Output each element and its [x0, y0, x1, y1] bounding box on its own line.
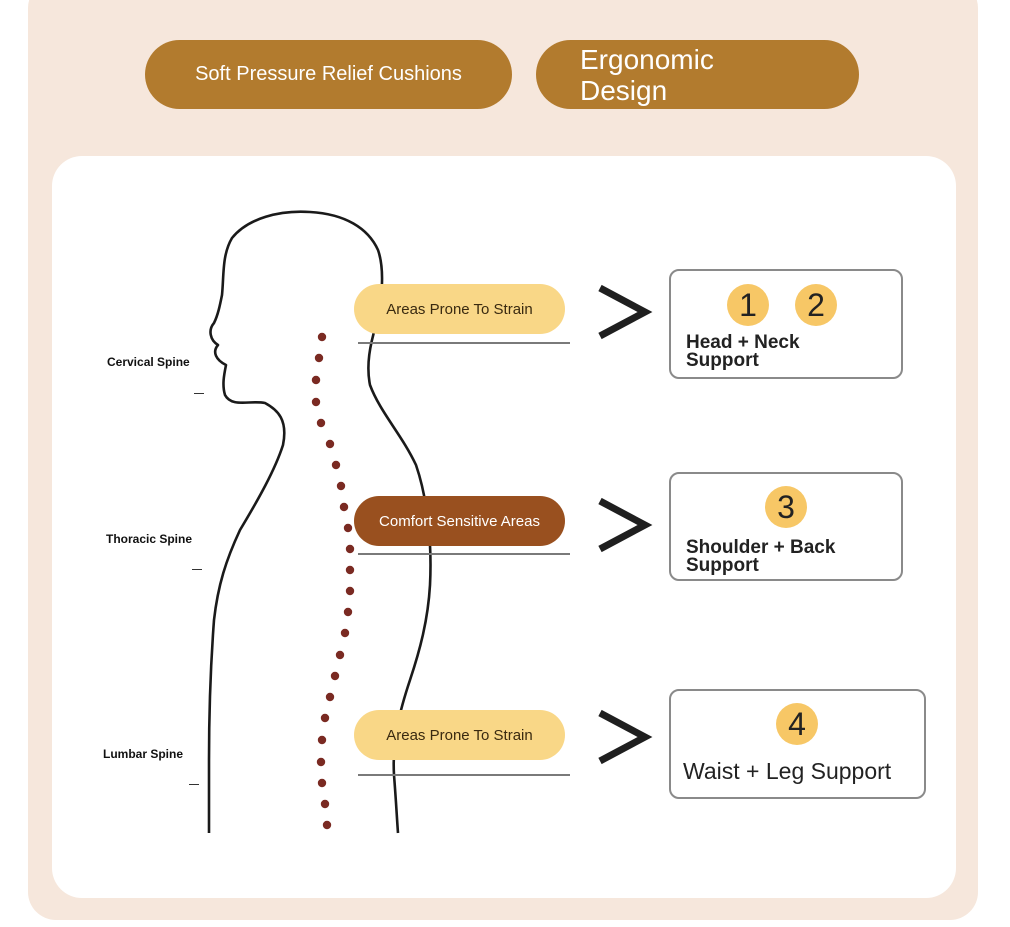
spine-dot — [320, 713, 330, 723]
tag-comfort-sensitive: Comfort Sensitive Areas — [354, 496, 565, 546]
tag-underline — [358, 774, 570, 776]
spine-dot — [336, 481, 346, 491]
tag-label: Comfort Sensitive Areas — [379, 512, 540, 530]
spine-dot — [311, 375, 321, 385]
shoulder-back-text: Shoulder + Back Support — [686, 537, 836, 576]
pill-left-label: Soft Pressure Relief Cushions — [195, 63, 462, 85]
lumbar-spine-label: Lumbar Spine — [103, 747, 184, 761]
tag-label: Areas Prone To Strain — [386, 300, 533, 318]
number-badge: 3 — [765, 486, 807, 528]
spine-dot — [322, 820, 332, 830]
spine-dot — [343, 607, 353, 617]
spine-dot — [314, 353, 324, 363]
lumbar-tick — [189, 784, 199, 785]
spine-dots — [311, 332, 355, 830]
spine-dot — [325, 439, 335, 449]
tag-label: Areas Prone To Strain — [386, 726, 533, 744]
spine-dot — [317, 778, 327, 788]
spine-dot — [339, 502, 349, 512]
ergonomic-design-pill: Ergonomic Design — [536, 40, 859, 109]
spine-dot — [317, 735, 327, 745]
tag-prone-to-strain-top: Areas Prone To Strain — [354, 284, 565, 334]
cervical-spine-label: Cervical Spine — [107, 355, 190, 369]
spine-dot — [325, 692, 335, 702]
spine-dot — [343, 523, 353, 533]
spine-dot — [317, 332, 327, 342]
tag-underline — [358, 553, 570, 555]
head-neck-text: Head + Neck Support — [686, 332, 800, 371]
head-neck-box: 1 2 Head + Neck Support — [669, 269, 903, 379]
cervical-tick — [194, 393, 204, 394]
spine-dot — [320, 799, 330, 809]
number-badge: 4 — [776, 703, 818, 745]
spine-dot — [340, 628, 350, 638]
soft-pressure-relief-pill: Soft Pressure Relief Cushions — [145, 40, 512, 109]
spine-dot — [311, 397, 321, 407]
spine-dot — [345, 586, 355, 596]
spine-dot — [345, 565, 355, 575]
tag-underline — [358, 342, 570, 344]
number-badge: 1 — [727, 284, 769, 326]
tag-prone-to-strain-bottom: Areas Prone To Strain — [354, 710, 565, 760]
waist-leg-box: 4 Waist + Leg Support — [669, 689, 926, 799]
waist-leg-text: Waist + Leg Support — [683, 758, 892, 784]
chevrons — [598, 284, 653, 765]
thoracic-spine-label: Thoracic Spine — [106, 532, 193, 546]
chevron-right-icon — [598, 284, 653, 340]
spine-dot — [330, 671, 340, 681]
shoulder-back-box: 3 Shoulder + Back Support — [669, 472, 903, 581]
thoracic-tick — [192, 569, 202, 570]
spine-dot — [316, 418, 326, 428]
spine-dot — [345, 544, 355, 554]
spine-dot — [331, 460, 341, 470]
spine-dot — [335, 650, 345, 660]
number-badge: 2 — [795, 284, 837, 326]
chevron-right-icon — [598, 709, 653, 765]
spine-dot — [316, 757, 326, 767]
chevron-right-icon — [598, 497, 653, 553]
pill-right-label: Ergonomic Design — [580, 44, 714, 106]
